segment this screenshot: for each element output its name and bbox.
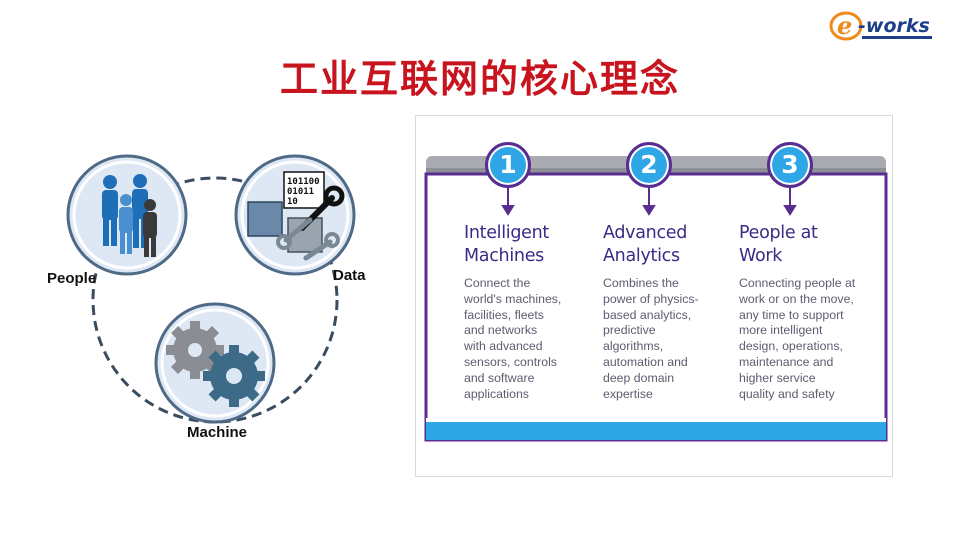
data-node: 101100 01011 10 <box>234 154 356 276</box>
page-title: 工业互联网的核心理念 <box>279 57 680 101</box>
people-node <box>66 154 188 276</box>
core-concepts-panel: 1 2 3 Intelligent Machines Connect the w… <box>415 115 893 477</box>
step-1-badge: 1 <box>485 142 531 188</box>
data-wrench-icon: 101100 01011 10 <box>247 171 345 261</box>
gears-icon <box>166 321 265 407</box>
e-works-logo: e -works <box>829 11 932 41</box>
machine-node <box>154 302 276 424</box>
step-3-badge: 3 <box>767 142 813 188</box>
svg-text:e: e <box>837 11 852 40</box>
cycle-diagram: 101100 01011 10 <box>66 154 356 424</box>
people-icon <box>102 174 157 257</box>
column-heading: Advanced Analytics <box>603 223 688 266</box>
people-label: People <box>47 270 97 287</box>
data-bits-line-1: 101100 <box>287 177 320 187</box>
data-bits-line-3: 10 <box>287 197 298 207</box>
column-intelligent-machines: Intelligent Machines Connect the world's… <box>464 222 599 402</box>
column-heading: People at Work <box>739 223 818 266</box>
column-body: Connecting people at work or on the move… <box>739 276 856 401</box>
step-2-badge: 2 <box>626 142 672 188</box>
data-bits-line-2: 01011 <box>287 187 314 197</box>
column-heading: Intelligent Machines <box>464 223 549 266</box>
column-body: Combines the power of physics- based ana… <box>603 276 699 401</box>
column-people-at-work: People at Work Connecting people at work… <box>739 222 874 402</box>
data-label: Data <box>333 267 366 284</box>
dashed-ring <box>91 176 339 424</box>
svg-text:-works: -works <box>858 15 930 37</box>
column-body: Connect the world's machines, facilities… <box>464 276 562 401</box>
column-advanced-analytics: Advanced Analytics Combines the power of… <box>603 222 738 402</box>
machine-label: Machine <box>187 424 248 441</box>
